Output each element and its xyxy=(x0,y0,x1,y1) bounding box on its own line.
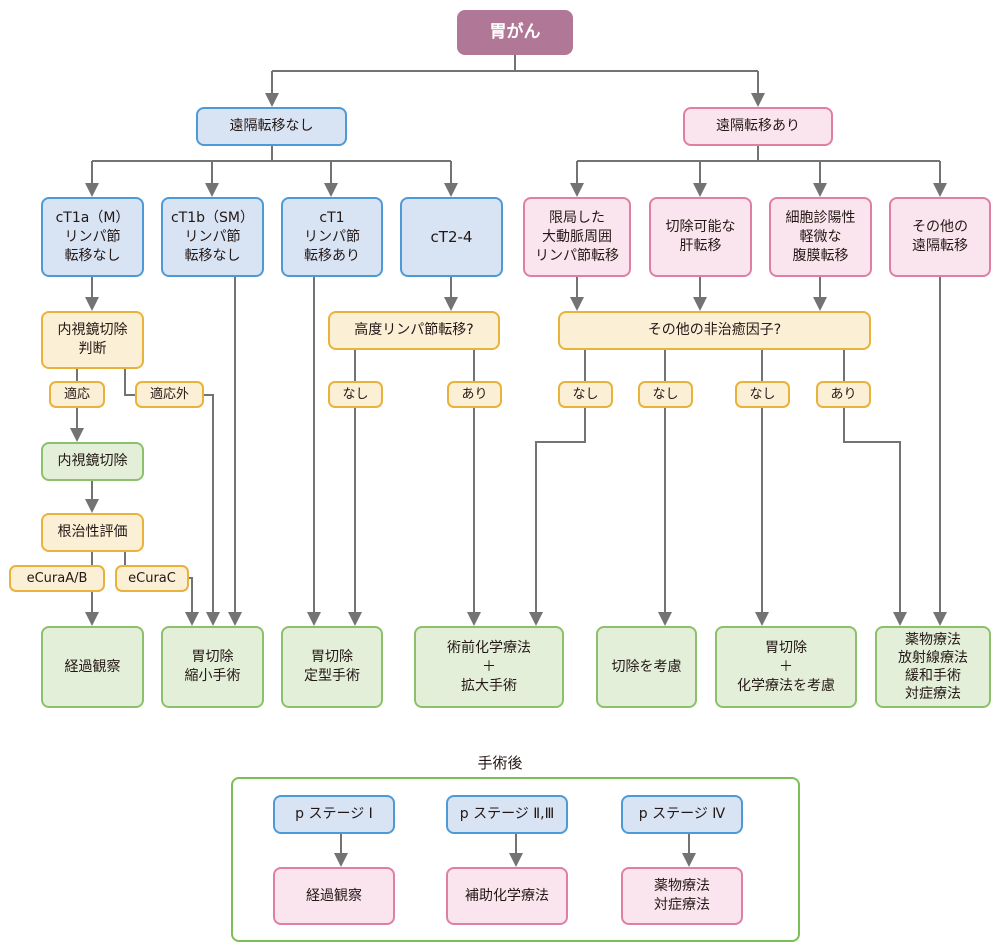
node-distant-metastasis: 遠隔転移あり xyxy=(683,107,833,146)
decision-high-lymph-metastasis: 高度リンパ節転移? xyxy=(328,311,500,350)
arrowhead-icon xyxy=(85,612,99,626)
decision-endoscopic-judgement: 内視鏡切除 判断 xyxy=(41,311,144,369)
arrowhead-icon xyxy=(933,612,947,626)
arrowhead-icon xyxy=(334,853,348,867)
arrowhead-icon xyxy=(467,612,481,626)
postop-treatment-stage-1: 経過観察 xyxy=(273,867,395,925)
arrowhead-icon xyxy=(324,183,338,197)
outcome-gastrectomy-chemo: 胃切除 ＋ 化学療法を考慮 xyxy=(715,626,857,708)
postop-treatment-stage-4: 薬物療法 対症療法 xyxy=(621,867,743,925)
tag-other-factors-none-3: なし xyxy=(735,381,790,408)
arrowhead-icon xyxy=(570,183,584,197)
postop-stage-2-3: p ステージ Ⅱ,Ⅲ xyxy=(446,795,568,834)
arrowhead-icon xyxy=(205,183,219,197)
node-ct2-4: cT2-4 xyxy=(400,197,503,277)
node-peritoneal: 細胞診陽性 軽微な 腹膜転移 xyxy=(769,197,872,277)
arrowhead-icon xyxy=(348,612,362,626)
node-ct1-node-positive: cT1 リンパ節 転移あり xyxy=(281,197,383,277)
postop-frame xyxy=(231,777,800,942)
arrowhead-icon xyxy=(444,183,458,197)
tag-not-indicated: 適応外 xyxy=(135,381,204,408)
connectors-postop xyxy=(340,834,690,853)
arrowhead-icon xyxy=(85,297,99,311)
tag-other-factors-yes: あり xyxy=(816,381,871,408)
arrowhead-icon xyxy=(529,612,543,626)
postop-title: 手術後 xyxy=(477,754,523,772)
arrowheads xyxy=(70,93,947,867)
node-resectable-liver: 切除可能な 肝転移 xyxy=(649,197,752,277)
arrowhead-icon xyxy=(813,297,827,311)
decision-other-noncurative-factors: その他の非治癒因子? xyxy=(558,311,871,350)
tag-ecura-c: eCuraC xyxy=(115,565,189,592)
connectors-right-branch xyxy=(535,277,941,612)
postop-treatment-stage-2-3: 補助化学療法 xyxy=(446,867,568,925)
outcome-reduced-gastrectomy: 胃切除 縮小手術 xyxy=(161,626,264,708)
arrowhead-icon xyxy=(813,183,827,197)
arrowhead-icon xyxy=(85,499,99,513)
arrowhead-icon xyxy=(682,853,696,867)
node-paraaortic-lymph: 限局した 大動脈周囲 リンパ節転移 xyxy=(523,197,631,277)
tag-high-lymph-yes: あり xyxy=(447,381,502,408)
arrowhead-icon xyxy=(70,428,84,442)
arrowhead-icon xyxy=(307,612,321,626)
node-other-metastasis: その他の 遠隔転移 xyxy=(889,197,991,277)
arrowhead-icon xyxy=(693,183,707,197)
arrowhead-icon xyxy=(570,297,584,311)
postop-stage-1: p ステージ Ⅰ xyxy=(273,795,395,834)
arrowhead-icon xyxy=(265,93,279,107)
outcome-standard-gastrectomy: 胃切除 定型手術 xyxy=(281,626,383,708)
node-no-distant-metastasis: 遠隔転移なし xyxy=(196,107,347,146)
arrowhead-icon xyxy=(658,612,672,626)
arrowhead-icon xyxy=(228,612,242,626)
decision-curability-evaluation: 根治性評価 xyxy=(41,513,144,552)
connectors-left-branch xyxy=(76,277,475,612)
arrowhead-icon xyxy=(509,853,523,867)
postop-stage-4: p ステージ Ⅳ xyxy=(621,795,743,834)
node-endoscopic-resection: 内視鏡切除 xyxy=(41,442,144,481)
arrowhead-icon xyxy=(185,612,199,626)
root-node-gastric-cancer: 胃がん xyxy=(457,10,573,55)
arrowhead-icon xyxy=(893,612,907,626)
node-ct1b: cT1b（SM） リンパ節 転移なし xyxy=(161,197,264,277)
arrowhead-icon xyxy=(85,183,99,197)
arrowhead-icon xyxy=(444,297,458,311)
outcome-neoadjuvant-extended: 術前化学療法 ＋ 拡大手術 xyxy=(414,626,564,708)
arrowhead-icon xyxy=(693,297,707,311)
outcome-observation: 経過観察 xyxy=(41,626,144,708)
node-ct1a: cT1a（M） リンパ節 転移なし xyxy=(41,197,144,277)
outcome-palliative: 薬物療法 放射線療法 緩和手術 対症療法 xyxy=(875,626,991,708)
tag-other-factors-none-2: なし xyxy=(638,381,693,408)
arrowhead-icon xyxy=(755,612,769,626)
tag-ecura-ab: eCuraA/B xyxy=(9,565,105,592)
tag-indicated: 適応 xyxy=(49,381,105,408)
connectors-top xyxy=(91,55,941,183)
arrowhead-icon xyxy=(751,93,765,107)
tag-high-lymph-none: なし xyxy=(328,381,383,408)
outcome-consider-resection: 切除を考慮 xyxy=(596,626,697,708)
arrowhead-icon xyxy=(206,612,220,626)
arrowhead-icon xyxy=(933,183,947,197)
tag-other-factors-none-1: なし xyxy=(558,381,613,408)
